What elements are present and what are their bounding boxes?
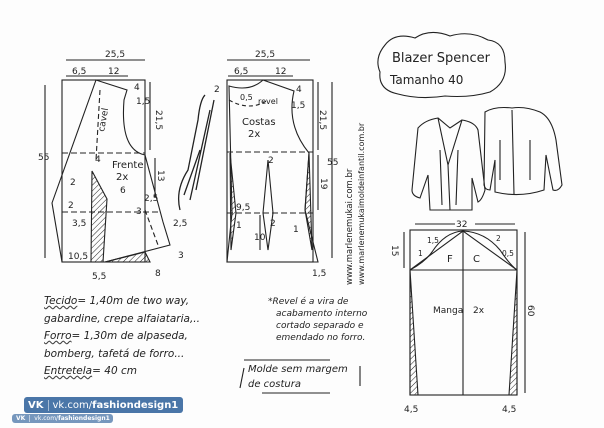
back-shoulder-right-label: 12 [275,67,286,77]
vk-url-name: fashiondesign1 [58,415,110,422]
tecido-text: = 1,40m de two way, [77,295,190,307]
front-label: Frente [112,160,143,171]
title-line1: Blazer Spencer [392,51,491,66]
front-armhole-label: 21,5 [153,110,163,130]
back-drop-label: 4 [296,85,302,95]
sleeve-cap-f-label: 1,5 [427,236,439,245]
sleeve-cap-label: 15 [389,245,399,256]
front-drop-label: 4 [134,83,140,93]
molde-note: Molde sem margem de costura [248,362,348,392]
sleeve-cap-c2-label: 0,5 [502,249,514,258]
back-dart-len-label: 10 [254,233,266,243]
vk-url-prefix: vk.com/ [34,415,59,422]
sleeve-hem-left-label: 4,5 [404,405,418,415]
blazer-sketches [411,106,563,211]
vk-url-name: fashiondesign1 [92,399,179,411]
front-waist-label: 3 [136,207,142,217]
back-neck-label: 2 [214,85,220,95]
front-piece [44,59,171,263]
revel-note-line: *Revel é a vira de [268,297,349,307]
forro-text: = 1,30m de alpaseda, [71,330,188,342]
revel-note-line: emendado no forro. [276,333,366,343]
front-lapel-h-label: 2 [68,201,74,211]
sleeve-count: 2x [473,306,485,316]
forro-text-2: bomberg, tafetá de forro... [44,347,185,360]
front-width-label: 25,5 [105,50,125,60]
front-hem-drop-label: 3 [178,251,184,261]
front-dart-base-label: 5,5 [92,272,106,282]
sleeve-width-label: 32 [456,220,467,230]
watermark-marlenemukai: www.marlenemukai.com.br [345,168,355,285]
back-side-in-left-label: 1 [236,221,242,231]
back-side-in-right-label: 1 [293,225,299,235]
front-dart-top-label: 4 [95,155,101,165]
front-hem-left-label: 10,5 [68,252,88,262]
sleeve-label: Manga [433,306,463,316]
front-side-label: 13 [155,170,165,181]
vk-badge[interactable]: VK vk.com/fashiondesign1 [24,397,184,413]
back-piece [226,59,333,263]
front-dart-label: 6 [120,186,126,196]
entretela-text: = 40 cm [92,365,137,377]
back-side-label: 19 [318,178,328,190]
back-revel-label: revel [258,97,278,106]
back-neck-depth-label: 0,5 [240,93,253,102]
entretela-label: Entretela [44,365,93,377]
watermark-moldeinfantil: www.marlenemukaimoldeinfantil.com.br [357,122,366,285]
sleeve-back-label: C [473,254,480,265]
front-waist-offset-label: 3,5 [72,219,86,229]
signature [177,94,215,211]
sleeve-front-label: F [447,254,453,265]
back-dart-top-label: 2 [268,156,274,166]
sleeve-cap-f2-label: 1 [418,249,423,258]
front-shoulder-right-label: 12 [108,67,119,77]
vk-logo-icon: VK [12,415,31,422]
front-hem-width-label: 8 [155,269,161,279]
back-height-label: 55 [327,158,338,168]
vk-url-prefix: vk.com/ [52,399,93,411]
materials-note: Tecido= 1,40m de two way, gabardine, cre… [44,293,200,381]
sleeve-piece [403,223,526,396]
molde-note-line: de costura [248,379,302,390]
revel-note-line: cortado separado e [276,321,364,331]
back-label: Costas [242,117,276,128]
molde-note-line: Molde sem margem [248,364,348,375]
vk-logo-icon: VK [24,399,49,411]
back-dart-w-label: 2 [270,219,276,229]
front-cavel-label: cavel [97,107,111,132]
forro-label: Forro [44,330,72,342]
back-count: 2x [248,129,260,140]
back-curve-label: 1,5 [291,101,305,111]
back-width-label: 25,5 [255,50,275,60]
back-shoulder-left-label: 6,5 [234,67,248,77]
tecido-text-2: gabardine, crepe alfaiataria,.. [44,312,200,325]
sleeve-hem-right-label: 4,5 [502,405,516,415]
title-line2: Tamanho 40 [389,73,463,87]
front-count: 2x [116,172,128,183]
tecido-label: Tecido [44,295,78,307]
back-hem-ext-label: 1,5 [312,269,326,279]
title-cloud [377,31,506,99]
back-armhole-label: 21,5 [317,110,327,130]
front-curve-label: 1,5 [136,97,150,107]
front-hem-curve-label: 2,5 [173,219,187,229]
revel-note-line: acabamento interno [276,309,368,319]
sleeve-cap-c-label: 2 [496,234,501,243]
front-height-label: 55 [38,153,49,163]
front-side-in-label: 2,5 [144,194,158,204]
front-shoulder-left-label: 6,5 [72,67,86,77]
sleeve-length-label: 60 [525,305,535,317]
back-dart-pos-label: 9,5 [236,203,250,213]
vk-badge-small[interactable]: VK vk.com/fashiondesign1 [12,414,113,423]
front-lapel-label: 2 [70,178,76,188]
revel-note: *Revel é a vira de acabamento interno co… [268,296,367,344]
